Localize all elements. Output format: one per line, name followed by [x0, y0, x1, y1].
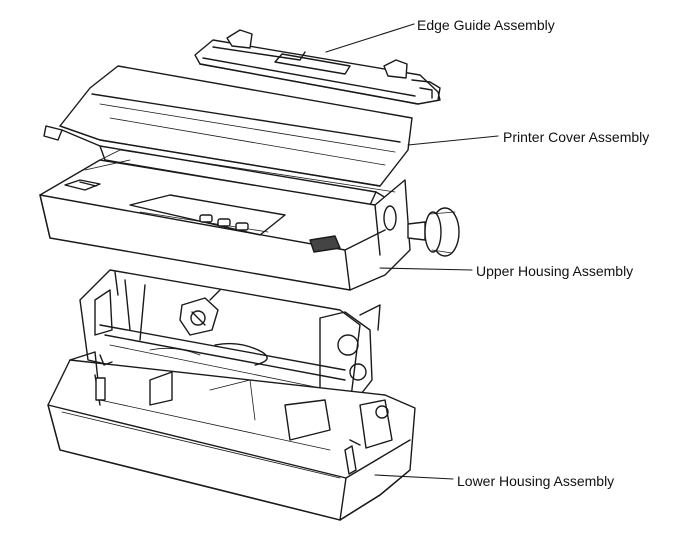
- lower-housing-assembly: [47, 351, 416, 521]
- leader-printer-cover: [407, 135, 499, 146]
- label-upper-housing-assembly: Upper Housing Assembly: [476, 263, 634, 279]
- edge-guide-assembly: [194, 29, 441, 105]
- leader-lower-housing: [374, 474, 454, 480]
- upper-housing-assembly: [39, 149, 460, 291]
- leader-lines: [325, 23, 499, 480]
- label-edge-guide-assembly: Edge Guide Assembly: [417, 17, 555, 33]
- label-printer-cover-assembly: Printer Cover Assembly: [503, 129, 650, 145]
- leader-edge-guide: [325, 23, 415, 53]
- label-lower-housing-assembly: Lower Housing Assembly: [457, 473, 615, 489]
- leader-upper-housing: [379, 267, 473, 271]
- platen-knob: [407, 207, 460, 257]
